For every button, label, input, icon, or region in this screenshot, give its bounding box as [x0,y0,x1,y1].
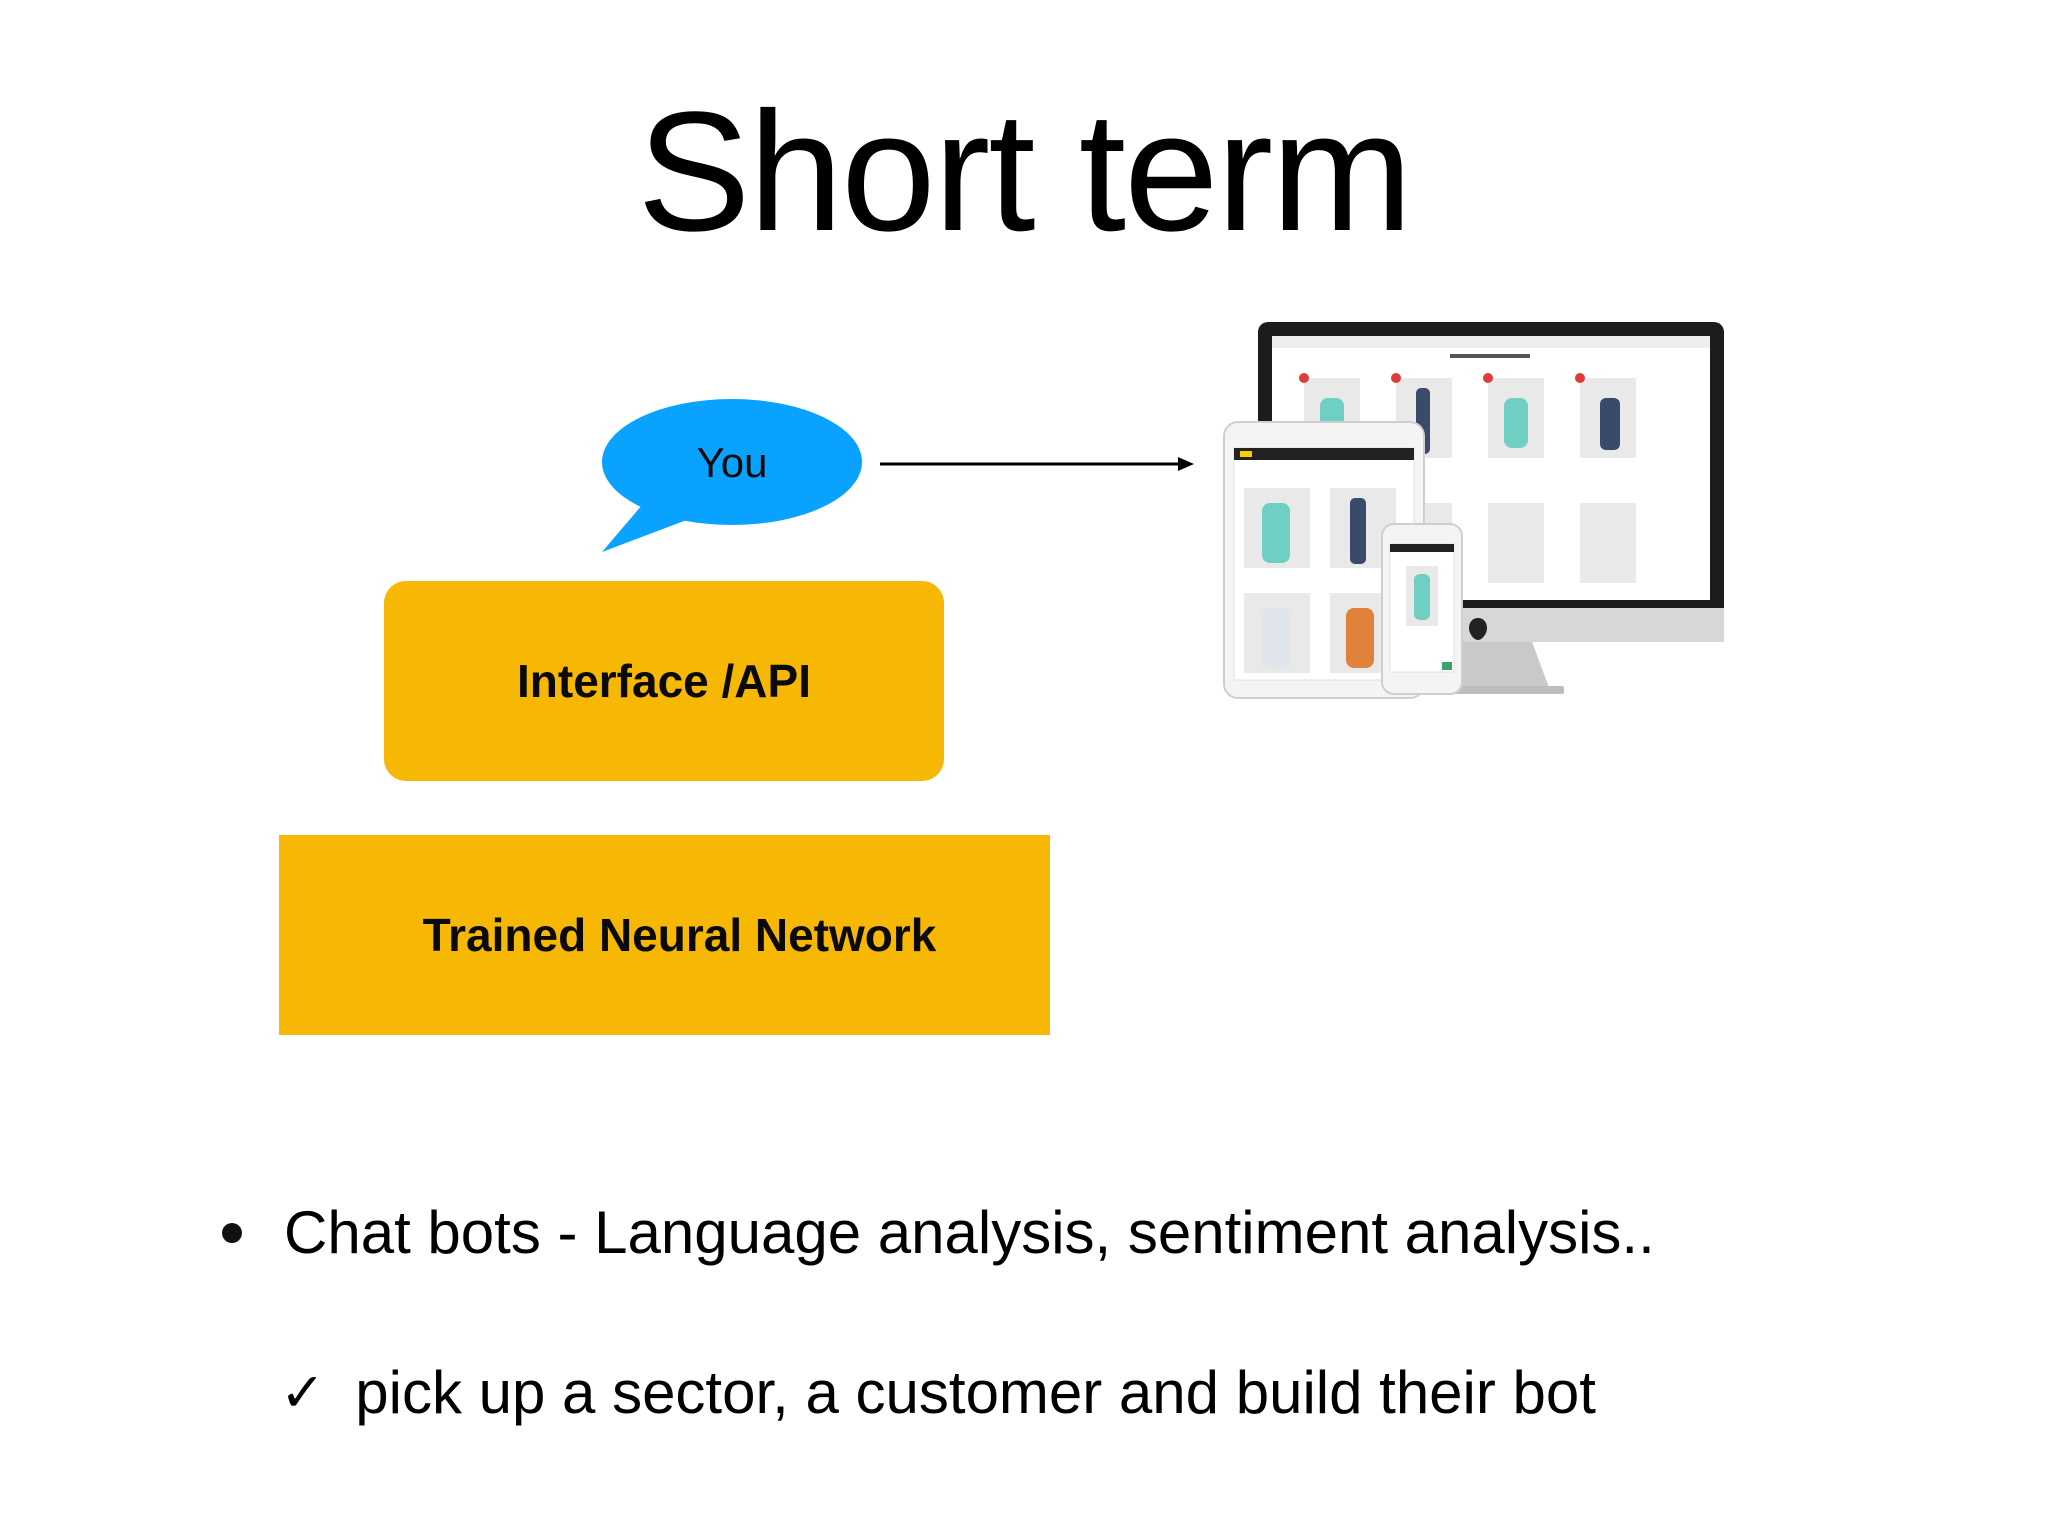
interface-api-box: Interface /API [384,581,944,781]
bullet-text: Chat bots - Language analysis, sentiment… [284,1199,1655,1266]
responsive-devices-illustration [1223,322,1724,699]
check-text: pick up a sector, a customer and build t… [355,1359,1596,1426]
neural-network-label: Trained Neural Network [422,909,937,961]
checkmark-icon: ✓ [280,1363,326,1423]
check-item: ✓ pick up a sector, a customer and build… [280,1356,1596,1430]
speech-bubble-icon [602,399,862,552]
neural-network-box: Trained Neural Network [279,835,1050,1035]
bubble-label: You [696,439,768,486]
bullet-item: Chat bots - Language analysis, sentiment… [210,1196,1655,1270]
slide-title: Short term [637,77,1413,267]
you-speech-bubble: You [600,398,864,554]
arrow-right-icon [880,457,1194,471]
bullet-dot-icon [222,1223,242,1243]
interface-api-label: Interface /API [517,655,811,707]
